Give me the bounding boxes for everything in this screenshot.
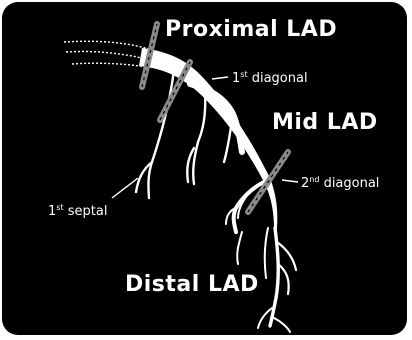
proximal-lad-label: Proximal LAD <box>165 17 337 42</box>
first-septal-leader <box>112 178 138 198</box>
left-main-dotted-lines <box>64 41 152 68</box>
distal-lad-vessel <box>258 228 296 332</box>
first-septal-label: 1st septal <box>48 203 107 219</box>
second-diagonal-label: 2nd diagonal <box>301 175 379 191</box>
distal-lad-label: Distal LAD <box>125 272 259 297</box>
diagram-panel: Proximal LAD Mid LAD Distal LAD 1st diag… <box>2 2 407 335</box>
lad-diagram: Proximal LAD Mid LAD Distal LAD 1st diag… <box>2 2 407 335</box>
segment-markers <box>142 24 288 212</box>
second-diagonal-leader <box>282 180 298 182</box>
first-diagonal-leader <box>212 77 228 79</box>
first-diagonal-label: 1st diagonal <box>232 70 308 86</box>
septal-branches <box>136 70 232 198</box>
mid-lad-label: Mid LAD <box>272 110 378 135</box>
